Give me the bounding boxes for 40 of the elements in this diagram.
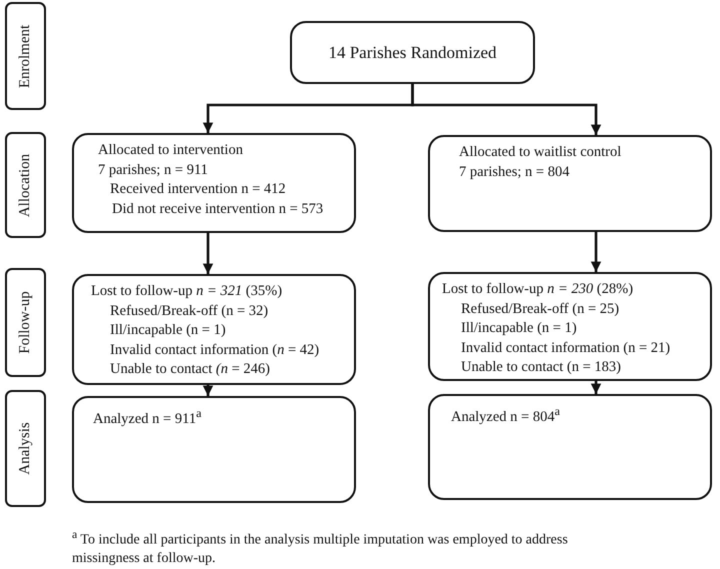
process-box <box>290 21 535 84</box>
stage-box <box>5 390 46 507</box>
arrow <box>202 233 214 274</box>
arrow <box>202 385 214 396</box>
box-text: Lost to follow-up n = 230 (28%) <box>442 280 634 299</box>
process-box <box>428 394 712 500</box>
stage-box <box>5 268 46 377</box>
box-text: Lost to follow-up n = 321 (35%) <box>91 282 282 301</box>
box-text: Analyzed n = 804$^{a}$ <box>451 403 560 427</box>
stage-box <box>5 2 46 110</box>
arrow <box>590 381 602 394</box>
box-text: Refused/Break-off (n = 25) <box>460 300 620 318</box>
stage-label: Follow-up <box>17 291 34 354</box>
box-text: Did not receive intervention n = 573 <box>111 200 324 218</box>
box-text: Received intervention n = 412 <box>109 180 286 199</box>
stage-label: Analysis <box>17 422 34 475</box>
box-text: Unable to contact (n = 183) <box>460 358 621 377</box>
process-box <box>428 272 712 381</box>
box-text: Analyzed n = 911$^{a}$ <box>93 405 202 429</box>
box-text: 7 parishes; n = 804 <box>459 162 570 182</box>
process-box <box>72 396 356 503</box>
arrow <box>590 232 602 272</box>
arrow <box>411 84 602 135</box>
box-text: Ill/incapable (n = 1) <box>109 321 226 340</box>
stage-label: Enrolment <box>17 24 34 88</box>
process-box <box>72 133 356 233</box>
stage-label: Allocation <box>17 153 34 217</box>
box-text: Refused/Break-off (n = 32) <box>109 302 268 320</box>
process-box <box>428 135 712 232</box>
box-text: Unable to contact (n = 246) <box>109 360 270 379</box>
box-text: Invalid contact information (n = 42) <box>109 340 320 360</box>
stage-box <box>5 132 46 238</box>
box-text: Invalid contact information (n = 21) <box>460 338 670 358</box>
footnote: $^{a}$ To include all participants in the analysis multiple imputation was employed to address missingness at follow-up. <box>72 527 569 568</box>
box-text: 7 parishes; n = 911 <box>98 160 208 180</box>
box-text: Ill/incapable (n = 1) <box>460 319 577 338</box>
box-text: 14 Parishes Randomized <box>328 42 497 62</box>
box-text: Allocated to waitlist control <box>459 143 622 162</box>
process-box <box>72 274 356 385</box>
box-text: Allocated to intervention <box>98 141 243 160</box>
